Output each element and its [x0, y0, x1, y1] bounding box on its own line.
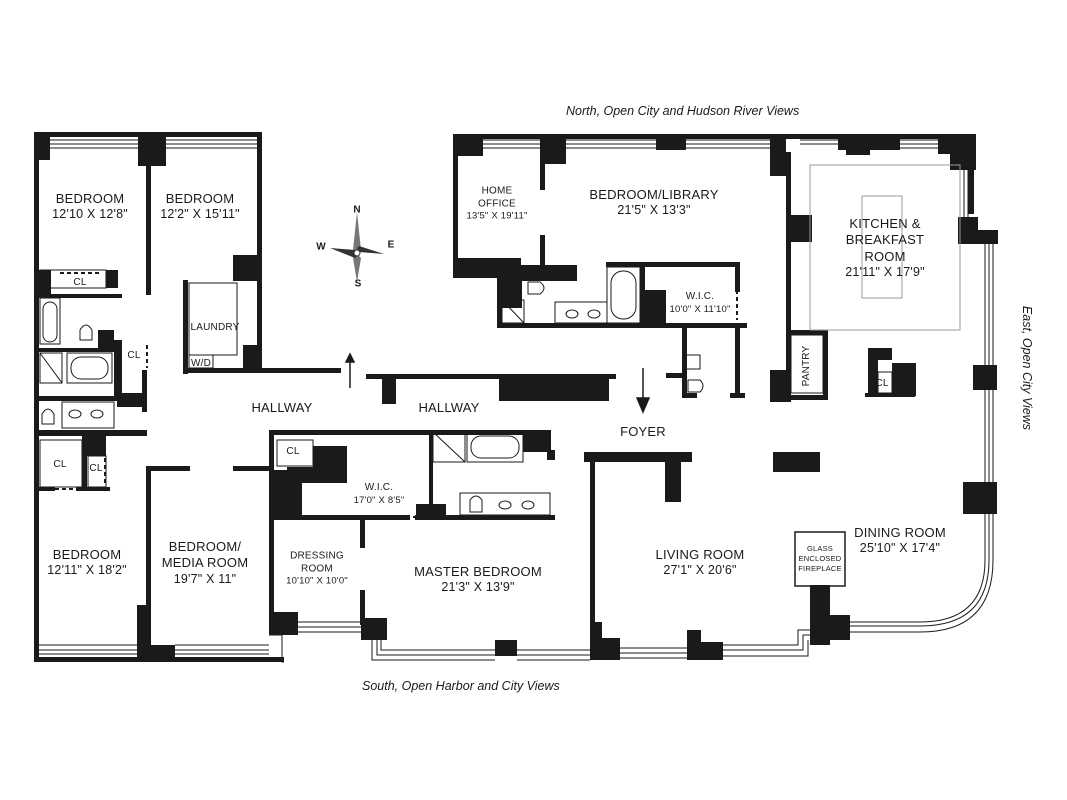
closet-label: CL — [127, 349, 141, 361]
room-name-line2: OFFICE — [478, 198, 516, 210]
compass-west-label: W — [316, 241, 326, 253]
closet-label: CL — [875, 377, 889, 389]
room-name-line2: ROOM — [301, 563, 333, 575]
washer-dryer-label: W/D — [190, 357, 212, 369]
room-bedroom-northwest: BEDROOM 12'10 X 12'8" — [52, 191, 128, 223]
east-view-label: East, Open City Views — [1020, 305, 1034, 431]
compass-south-label: S — [354, 278, 362, 290]
room-dimensions: 12'10 X 12'8" — [52, 207, 128, 222]
room-dining-room: DINING ROOM 25'10" X 17'4" — [854, 525, 946, 557]
fireplace-label: GLASS ENCLOSED FIREPLACE — [798, 544, 841, 574]
fireplace-line1: GLASS — [806, 543, 834, 553]
fireplace-line3: FIREPLACE — [798, 564, 842, 574]
room-name-line3: ROOM — [864, 248, 906, 264]
south-view-label: South, Open Harbor and City Views — [362, 679, 560, 693]
room-dimensions: 10'10" X 10'0" — [286, 575, 348, 587]
laundry-label: LAUNDRY — [190, 321, 240, 333]
room-bedroom-media: BEDROOM/ MEDIA ROOM 19'7" X 11" — [162, 539, 249, 587]
hallway-central-label: HALLWAY — [418, 399, 480, 415]
room-master-bedroom: MASTER BEDROOM 21'3" X 13'9" — [414, 564, 542, 596]
closet-label: CL — [53, 458, 67, 470]
room-name: W.I.C. — [685, 290, 715, 302]
room-name: W.I.C. — [364, 481, 394, 493]
room-name: BEDROOM — [55, 191, 125, 207]
room-dimensions: 21'11" X 17'9" — [845, 264, 925, 279]
room-dressing: DRESSING ROOM 10'10" X 10'0" — [286, 551, 348, 588]
fireplace-line2: ENCLOSED — [798, 553, 842, 563]
room-dimensions: 21'5" X 13'3" — [617, 203, 691, 218]
room-dimensions: 12'11" X 18'2" — [47, 563, 127, 578]
room-name-line1: DRESSING — [290, 550, 344, 562]
room-wic-master: W.I.C. 17'0" X 8'5" — [354, 482, 405, 506]
room-bedroom-north: BEDROOM 12'2" X 15'11" — [160, 191, 239, 223]
room-name-line1: KITCHEN & — [849, 215, 921, 231]
foyer-label: FOYER — [620, 423, 666, 439]
room-name: MASTER BEDROOM — [414, 564, 542, 580]
closet-label: CL — [73, 276, 87, 288]
room-kitchen-breakfast: KITCHEN & BREAKFAST ROOM 21'11" X 17'9" — [845, 216, 924, 280]
room-bedroom-southwest: BEDROOM 12'11" X 18'2" — [47, 547, 126, 579]
room-dimensions: 27'1" X 20'6" — [663, 563, 737, 578]
room-name: BEDROOM — [165, 191, 235, 207]
compass-east-label: E — [387, 239, 395, 251]
room-bedroom-library: BEDROOM/LIBRARY 21'5" X 13'3" — [589, 187, 718, 219]
room-dimensions: 21'3" X 13'9" — [441, 580, 515, 595]
room-dimensions: 13'5" X 19'11" — [466, 210, 528, 222]
room-name: BEDROOM — [52, 547, 122, 563]
room-dimensions: 12'2" X 15'11" — [160, 207, 240, 222]
compass-rose-icon — [330, 212, 384, 282]
closet-label: CL — [89, 462, 103, 474]
room-name: DINING ROOM — [854, 525, 946, 541]
closet-label: CL — [286, 445, 300, 457]
room-living-room: LIVING ROOM 27'1" X 20'6" — [656, 547, 745, 579]
room-name: BEDROOM/LIBRARY — [589, 187, 719, 203]
room-name-line1: BEDROOM/ — [168, 538, 242, 554]
room-name-line1: HOME — [481, 185, 513, 197]
room-dimensions: 17'0" X 8'5" — [353, 494, 405, 506]
compass-north-label: N — [353, 204, 361, 216]
room-home-office: HOME OFFICE 13'5" X 19'11" — [466, 186, 527, 223]
room-wic-north: W.I.C. 10'0" X 11'10" — [669, 291, 730, 315]
room-name-line2: BREAKFAST — [845, 232, 925, 248]
room-dimensions: 25'10" X 17'4" — [859, 541, 941, 556]
room-dimensions: 19'7" X 11" — [173, 571, 237, 586]
pantry-label: PANTRY — [800, 345, 812, 387]
north-view-label: North, Open City and Hudson River Views — [566, 104, 800, 118]
room-dimensions: 10'0" X 11'10" — [669, 303, 731, 315]
room-name: LIVING ROOM — [655, 547, 745, 563]
room-name-line2: MEDIA ROOM — [161, 555, 249, 571]
hallway-west-label: HALLWAY — [251, 399, 313, 415]
